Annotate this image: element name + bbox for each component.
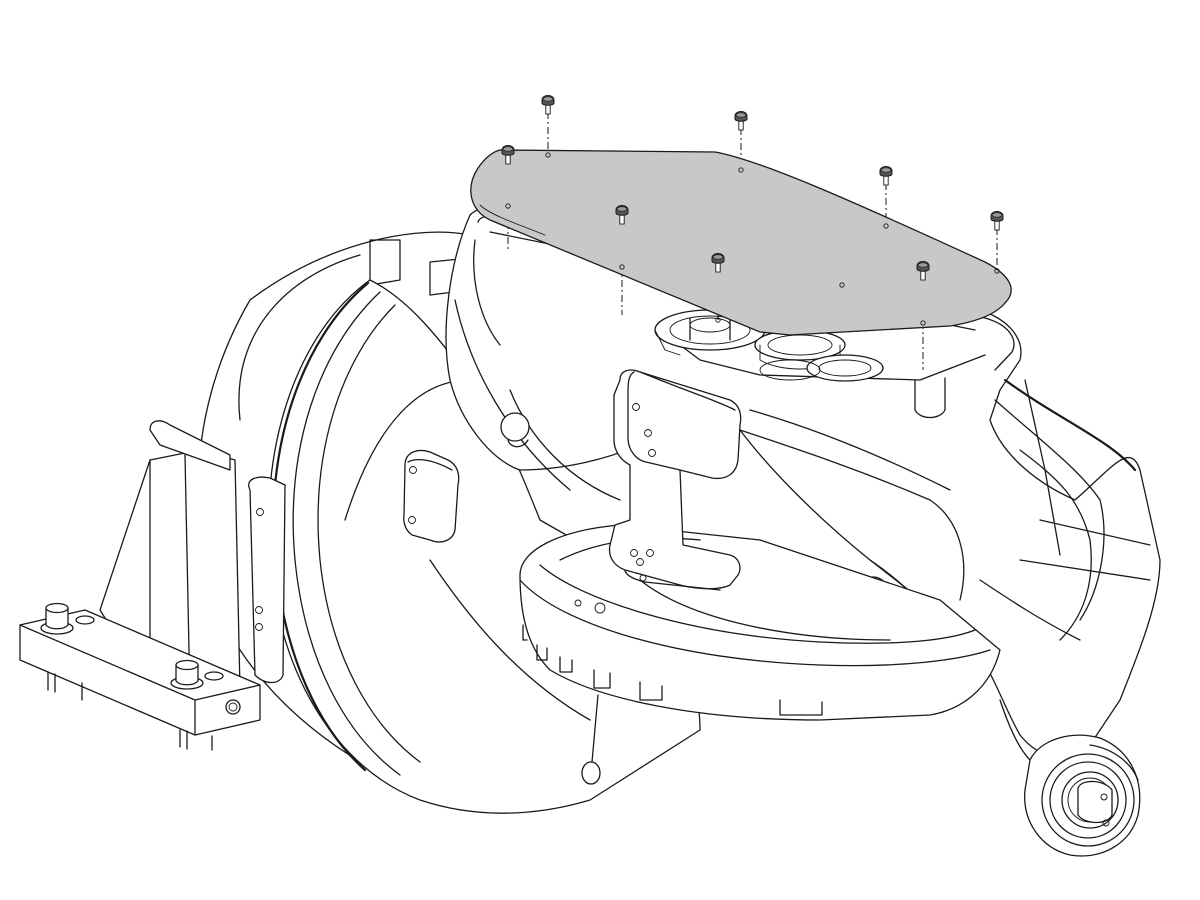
mounting-bracket [19, 420, 261, 751]
base-bolt-left [40, 602, 95, 701]
screw-2-icon [734, 111, 748, 131]
internal-gears [654, 309, 884, 382]
screw-6-icon [615, 205, 629, 225]
base-bolt-right [170, 659, 224, 751]
link-plate [403, 449, 460, 543]
screw-1-icon [541, 95, 555, 115]
t-bracket [608, 369, 742, 591]
screw-8-icon [916, 261, 930, 281]
upper-arm-housing [445, 206, 1161, 756]
screw-3-icon [879, 166, 893, 186]
screw-group [501, 95, 1004, 281]
cover-plate [470, 149, 1012, 336]
screw-4-icon [990, 211, 1004, 231]
output-flange [999, 699, 1141, 857]
screw-5-icon [501, 145, 515, 165]
screw-7-icon [711, 253, 725, 273]
